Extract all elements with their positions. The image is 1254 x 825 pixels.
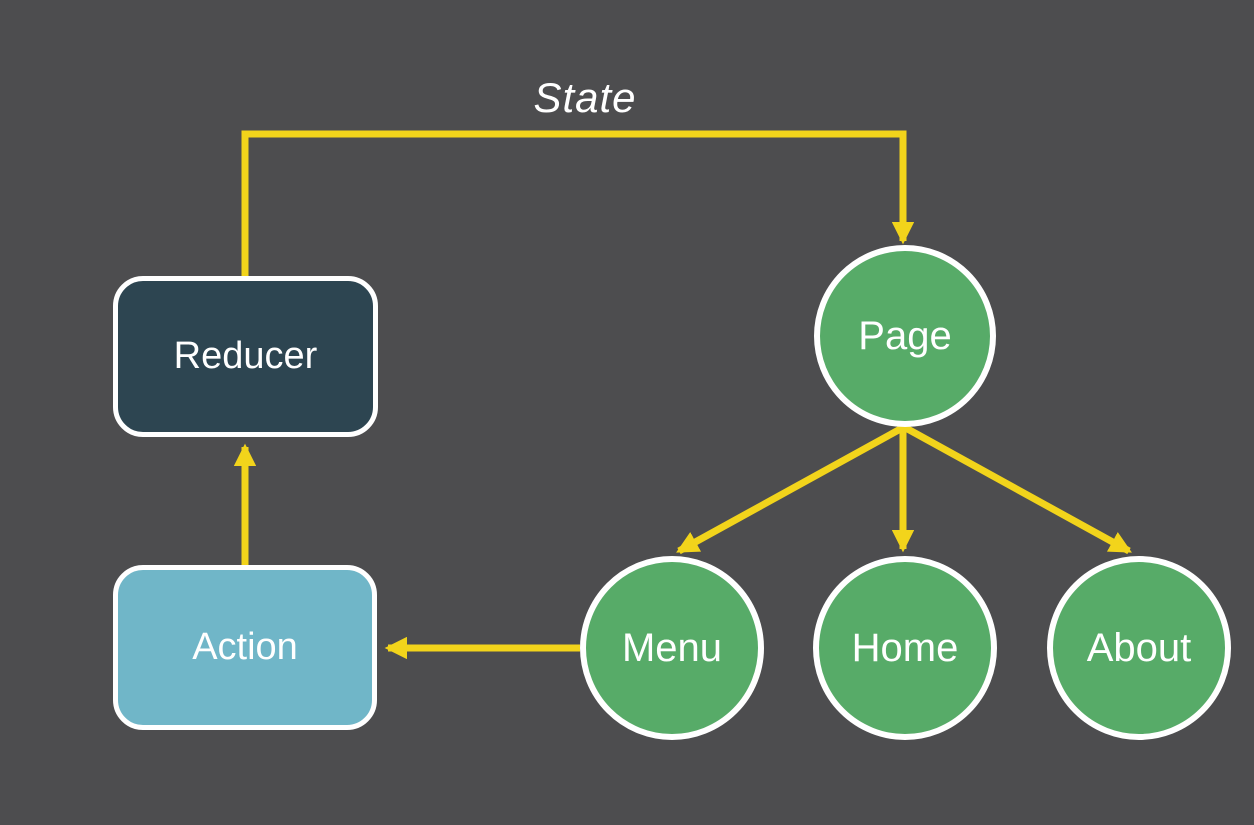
node-action-label: Action — [192, 626, 298, 668]
node-home: Home — [813, 556, 997, 740]
node-reducer-label: Reducer — [173, 335, 318, 377]
edge-page-to-menu-arrow — [676, 423, 906, 555]
node-action: Action — [113, 565, 377, 730]
node-menu: Menu — [580, 556, 764, 740]
node-reducer: Reducer — [113, 276, 378, 437]
node-page: Page — [814, 245, 996, 427]
node-about: About — [1047, 556, 1231, 740]
edge-label-state: State — [533, 74, 637, 121]
node-menu-label: Menu — [621, 625, 723, 670]
node-about-label: About — [1086, 625, 1192, 670]
node-home-label: Home — [851, 625, 959, 670]
node-page-label: Page — [858, 313, 952, 358]
edge-page-to-about-arrow — [902, 423, 1132, 555]
edge-reducer-to-page-arrow — [241, 130, 915, 276]
